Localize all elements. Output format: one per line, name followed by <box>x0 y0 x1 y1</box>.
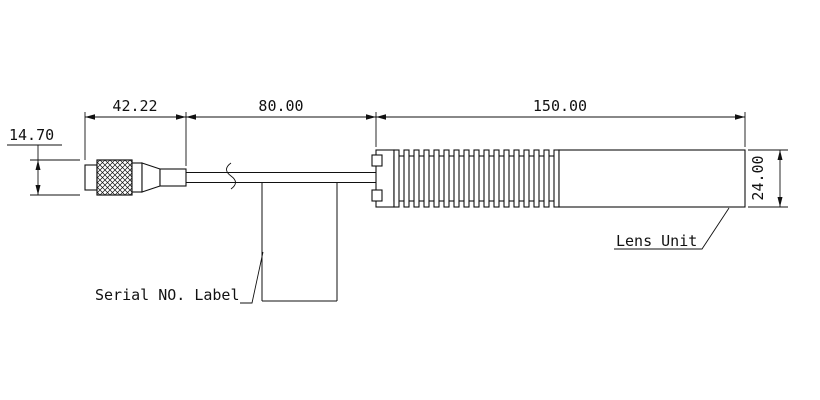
arrowhead <box>85 114 95 120</box>
serial-leader-line <box>240 251 264 304</box>
arrowhead <box>777 150 783 160</box>
arrowhead <box>186 114 196 120</box>
dim-cable-length: 80.00 <box>258 97 303 115</box>
main-body <box>371 149 746 208</box>
leader-lens-unit: Lens Unit <box>614 207 730 250</box>
lens-unit-text: Lens Unit <box>616 232 697 250</box>
connector-taper <box>141 162 161 193</box>
dimension-top: 42.22 80.00 150.00 <box>84 97 746 166</box>
rib-fins <box>393 149 560 208</box>
dim-connector-diameter: 14.70 <box>9 126 54 144</box>
connector <box>84 159 187 196</box>
arrowhead <box>376 114 386 120</box>
serial-label-box <box>261 183 338 302</box>
connector-collar <box>131 162 143 193</box>
lens-barrel <box>558 149 746 208</box>
arrowhead <box>35 185 41 195</box>
dimension-left: 14.70 <box>7 126 80 196</box>
flange-screw-bottom <box>371 189 383 202</box>
cable <box>186 162 376 190</box>
arrowhead <box>777 197 783 207</box>
lens-unit-leader-line <box>614 207 730 250</box>
arrowhead <box>176 114 186 120</box>
leader-serial-label: Serial NO. Label <box>95 251 264 304</box>
dim-body-diameter: 24.00 <box>749 155 767 200</box>
dim-body-length: 150.00 <box>533 97 587 115</box>
arrowhead <box>35 160 41 170</box>
flange-screw-top <box>371 154 383 167</box>
cable-break-symbol <box>226 162 236 190</box>
dimension-right: 24.00 <box>748 149 788 208</box>
knurl-texture <box>96 159 133 196</box>
connector-end-cap <box>84 164 98 191</box>
arrowhead <box>735 114 745 120</box>
serial-label-text: Serial NO. Label <box>95 286 240 304</box>
arrowhead <box>366 114 376 120</box>
connector-strain-relief <box>159 168 187 187</box>
dim-connector-length: 42.22 <box>112 97 157 115</box>
